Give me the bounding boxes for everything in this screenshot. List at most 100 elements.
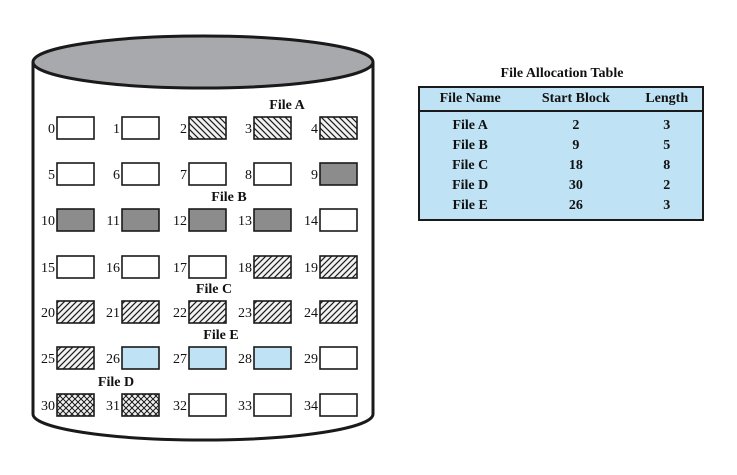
block-number: 27 [173,352,187,367]
fat-table: File Name Start Block Length File A 2 3 … [418,86,704,221]
block-number: 18 [238,261,252,276]
block-box [56,346,95,370]
block-number: 22 [173,306,187,321]
block-number: 7 [180,168,187,183]
fat-cell-length: 3 [663,198,671,213]
fat-header-row: File Name Start Block Length [419,87,703,112]
file-label: File E [203,328,238,343]
disk-block: 1 [113,116,160,140]
disk-block: 33 [238,393,292,417]
block-number: 30 [41,399,55,414]
disk-block: 3 [245,116,292,140]
disk-block: 28 [238,346,292,370]
fat-cell-start-block: 26 [568,198,583,213]
block-number: 5 [48,168,55,183]
block-number: 20 [41,306,55,321]
block-number: 23 [238,306,252,321]
fat-header-file-name: File Name [419,87,521,112]
file-label: File D [98,375,134,390]
file-label: File A [269,98,305,113]
disk-block: 4 [311,116,358,140]
fat-cell-file-name: File B [452,138,488,153]
fat-title: File Allocation Table [500,66,624,81]
fat-cell-length: 8 [663,158,671,173]
fat-cell-file-name: File D [452,178,489,193]
block-number: 28 [238,352,252,367]
disk-block: 31 [106,393,160,417]
block-number: 34 [304,399,318,414]
block-number: 2 [180,122,187,137]
block-number: 32 [173,399,187,414]
disk-block: 5 [48,162,95,186]
fat-cell-length: 5 [663,138,671,153]
cylinder-body [31,34,375,442]
block-box [319,255,358,279]
disk-block: 13 [238,208,292,232]
disk-block: 7 [180,162,227,186]
block-number: 33 [238,399,252,414]
disk-block: 32 [173,393,227,417]
block-box [121,346,160,370]
block-box [56,162,95,186]
block-box [121,116,160,140]
cylinder-top [31,34,375,90]
block-box [253,300,292,324]
fat-row: File B 9 5 [419,136,703,156]
block-number: 16 [106,261,120,276]
block-number: 21 [106,306,120,321]
block-number: 1 [113,122,120,137]
block-number: 12 [173,214,187,229]
cylinder-side [31,62,375,442]
block-box [56,208,95,232]
disk-block: 34 [304,393,358,417]
block-box [121,162,160,186]
block-number: 4 [311,122,318,137]
fat-cell-start-block: 2 [572,118,580,133]
disk-block: 29 [304,346,358,370]
fat-cell-start-block: 30 [568,178,583,193]
disk-block: 24 [304,300,358,324]
block-box [319,393,358,417]
block-number: 10 [41,214,55,229]
block-number: 8 [245,168,252,183]
disk-block: 27 [173,346,227,370]
block-box [319,116,358,140]
disk-block: 26 [106,346,160,370]
fat-row: File C 18 8 [419,156,703,176]
disk-block: 0 [48,116,95,140]
block-number: 13 [238,214,252,229]
disk-block: 20 [41,300,95,324]
block-number: 3 [245,122,252,137]
block-box [253,162,292,186]
disk-block: 12 [173,208,227,232]
block-box [121,208,160,232]
disk-block: 15 [41,255,95,279]
block-box [56,393,95,417]
block-box [319,208,358,232]
block-number: 0 [48,122,55,137]
block-number: 11 [107,214,120,229]
fat-cell-length: 3 [663,118,671,133]
disk-block: 19 [304,255,358,279]
block-box [56,116,95,140]
disk-block: 30 [41,393,95,417]
block-number: 9 [311,168,318,183]
block-box [253,346,292,370]
block-box [253,116,292,140]
block-box [56,255,95,279]
block-box [121,255,160,279]
block-box [56,300,95,324]
disk-block: 23 [238,300,292,324]
disk-block: 25 [41,346,95,370]
fat-row: File E 26 3 [419,196,703,220]
block-number: 15 [41,261,55,276]
fat-header-start-block: Start Block [520,87,632,112]
file-label: File B [211,190,246,205]
block-box [188,300,227,324]
fat-cell-start-block: 9 [572,138,580,153]
fat-cell-start-block: 18 [568,158,583,173]
disk-block: 17 [173,255,227,279]
disk-block: 10 [41,208,95,232]
